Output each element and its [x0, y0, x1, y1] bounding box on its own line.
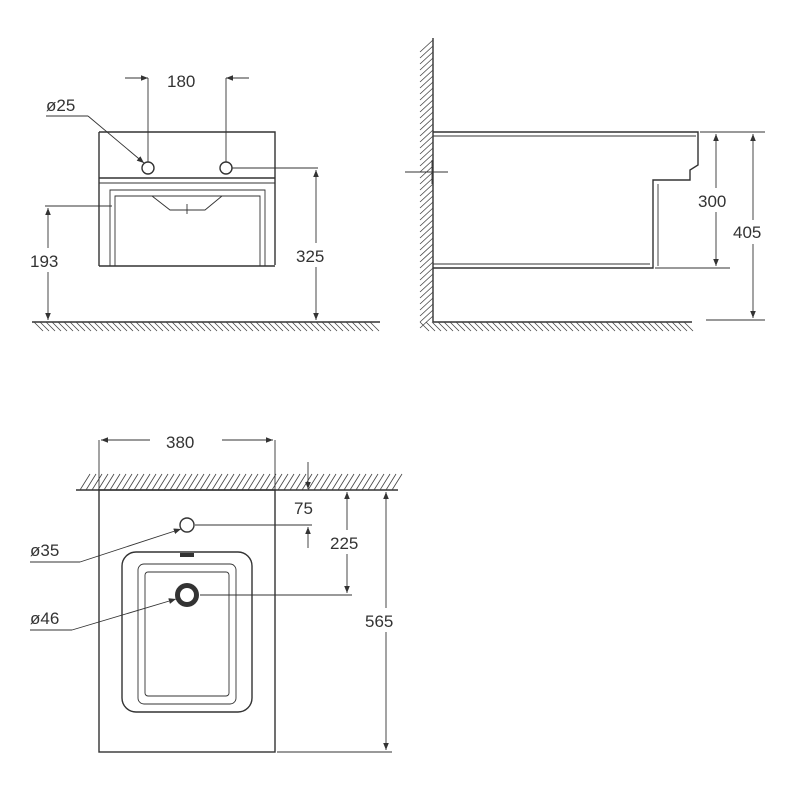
dim-height-lower: 193 [28, 205, 112, 320]
side-wall-hatch [419, 38, 694, 332]
label-tap-hole-diameter: ø35 [30, 541, 59, 560]
label-hole-spacing: 180 [167, 72, 195, 91]
dim-hole-diameter: ø25 [46, 96, 145, 164]
dim-hole-spacing: 180 [125, 72, 249, 162]
front-bidet-outline [98, 131, 276, 267]
dim-tap-hole-offset: 75 [195, 462, 313, 548]
front-hole-left [141, 161, 155, 175]
dim-depth: 565 [277, 492, 410, 753]
front-hole-right [219, 161, 233, 175]
dim-bowl-height: 300 [655, 131, 740, 269]
top-wall-hatch [76, 473, 403, 491]
dim-height-total: 325 [232, 167, 340, 320]
label-width: 380 [166, 433, 194, 452]
dim-drain-offset: 225 [200, 492, 372, 596]
label-height-total: 325 [296, 247, 324, 266]
label-depth: 565 [365, 612, 393, 631]
label-drain-diameter: ø46 [30, 609, 59, 628]
label-tap-hole-offset: 75 [294, 499, 313, 518]
top-view: 380 ø35 ø46 75 225 [30, 433, 410, 753]
label-bowl-height: 300 [698, 192, 726, 211]
dim-overall-height: 405 [700, 131, 777, 321]
top-drain [175, 583, 199, 607]
label-height-lower: 193 [30, 252, 58, 271]
side-bidet-outline [433, 131, 699, 269]
top-bidet-outline [98, 489, 276, 753]
front-view: 180 ø25 193 325 [28, 72, 380, 332]
dim-tap-hole-diameter: ø35 [30, 528, 182, 563]
label-drain-offset: 225 [330, 534, 358, 553]
top-tap-hole [179, 517, 195, 533]
label-overall-height: 405 [733, 223, 761, 242]
front-floor-hatch [32, 321, 380, 332]
dim-drain-diameter: ø46 [30, 598, 177, 631]
label-hole-diameter: ø25 [46, 96, 75, 115]
dim-width: 380 [98, 433, 276, 490]
side-view: 300 405 [405, 38, 777, 332]
